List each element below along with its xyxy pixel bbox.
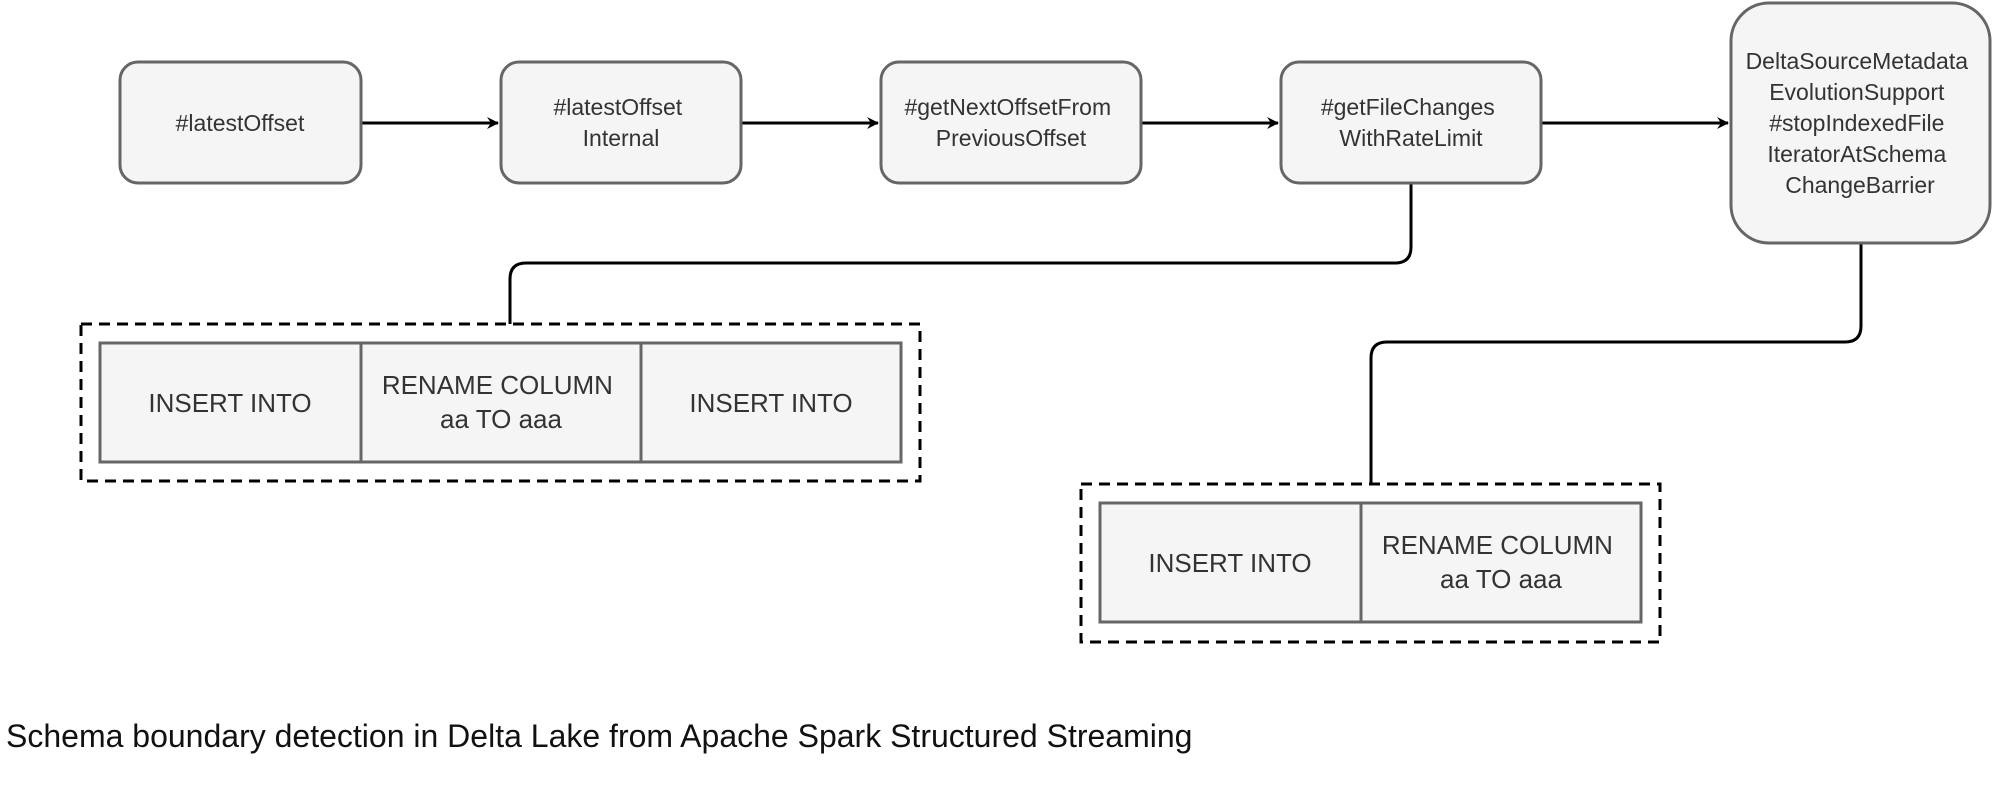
group-2-cell-1-line-1: INSERT INTO (1148, 548, 1311, 578)
node-latest-offset-internal-line-2: Internal (583, 125, 660, 151)
group-2-cell-2-label: RENAME COLUMN aa TO aaa (1382, 530, 1620, 594)
node-latest-offset-internal: #latestOffset Internal (499, 60, 743, 185)
group-1: INSERT INTO RENAME COLUMN aa TO aaa INSE… (79, 322, 922, 483)
group-1-cell-1: INSERT INTO (98, 341, 363, 464)
node-delta-source-metadata-label: DeltaSourceMetadata EvolutionSupport #st… (1746, 48, 1975, 198)
group-1-cell-1-label: INSERT INTO (148, 388, 311, 418)
group-1-cell-2-line-2: aa TO aaa (440, 404, 562, 434)
group-2-cell-2-line-2: aa TO aaa (1440, 564, 1562, 594)
node-get-next-offset-line-2: PreviousOffset (936, 125, 1087, 151)
node-latest-offset-internal-line-1: #latestOffset (553, 94, 682, 120)
node-get-next-offset-line-1: #getNextOffsetFrom (904, 94, 1111, 120)
group-2-cell-1-label: INSERT INTO (1148, 548, 1311, 578)
node-get-file-changes-line-2: WithRateLimit (1339, 125, 1483, 151)
group-1-cell-1-line-1: INSERT INTO (148, 388, 311, 418)
group-2-cell-1: INSERT INTO (1098, 501, 1363, 624)
node-get-next-offset: #getNextOffsetFrom PreviousOffset (879, 60, 1143, 185)
node-latest-offset-internal-label: #latestOffset Internal (553, 94, 688, 151)
node-get-next-offset-label: #getNextOffsetFrom PreviousOffset (904, 94, 1117, 151)
node-delta-source-metadata-line-4: IteratorAtSchema (1767, 141, 1946, 167)
group-2-cell-2: RENAME COLUMN aa TO aaa (1359, 501, 1643, 624)
group-1-cell-2-line-1: RENAME COLUMN (382, 370, 613, 400)
node-delta-source-metadata-line-1: DeltaSourceMetadata (1746, 48, 1969, 74)
node-get-file-changes-label: #getFileChanges WithRateLimit (1321, 94, 1501, 151)
group-1-cell-3: INSERT INTO (639, 341, 903, 464)
diagram-caption: Schema boundary detection in Delta Lake … (6, 718, 1193, 754)
group-1-cell-3-line-1: INSERT INTO (689, 388, 852, 418)
node-delta-source-metadata-line-5: ChangeBarrier (1785, 172, 1935, 198)
group-2-dashed-border (1079, 482, 1662, 644)
node-latest-offset-label: #latestOffset (176, 110, 305, 136)
group-1-cell-3-label: INSERT INTO (689, 388, 852, 418)
node-delta-source-metadata-line-3: #stopIndexedFile (1769, 110, 1944, 136)
node-get-file-changes-line-1: #getFileChanges (1321, 94, 1495, 120)
node-latest-offset: #latestOffset (118, 60, 363, 185)
connector-get-file-changes-to-group-1 (508, 183, 1413, 324)
connector-delta-source-metadata-to-group-2 (1369, 244, 1863, 484)
node-delta-source-metadata-line-2: EvolutionSupport (1769, 79, 1945, 105)
group-1-dashed-border (79, 322, 922, 483)
node-get-file-changes: #getFileChanges WithRateLimit (1279, 60, 1543, 185)
group-1-cell-2: RENAME COLUMN aa TO aaa (359, 341, 643, 464)
group-1-cell-2-label: RENAME COLUMN aa TO aaa (382, 370, 620, 434)
group-2-cell-2-line-1: RENAME COLUMN (1382, 530, 1613, 560)
group-2: INSERT INTO RENAME COLUMN aa TO aaa (1079, 482, 1662, 644)
node-delta-source-metadata: DeltaSourceMetadata EvolutionSupport #st… (1729, 1, 1992, 245)
node-latest-offset-line-1: #latestOffset (176, 110, 305, 136)
